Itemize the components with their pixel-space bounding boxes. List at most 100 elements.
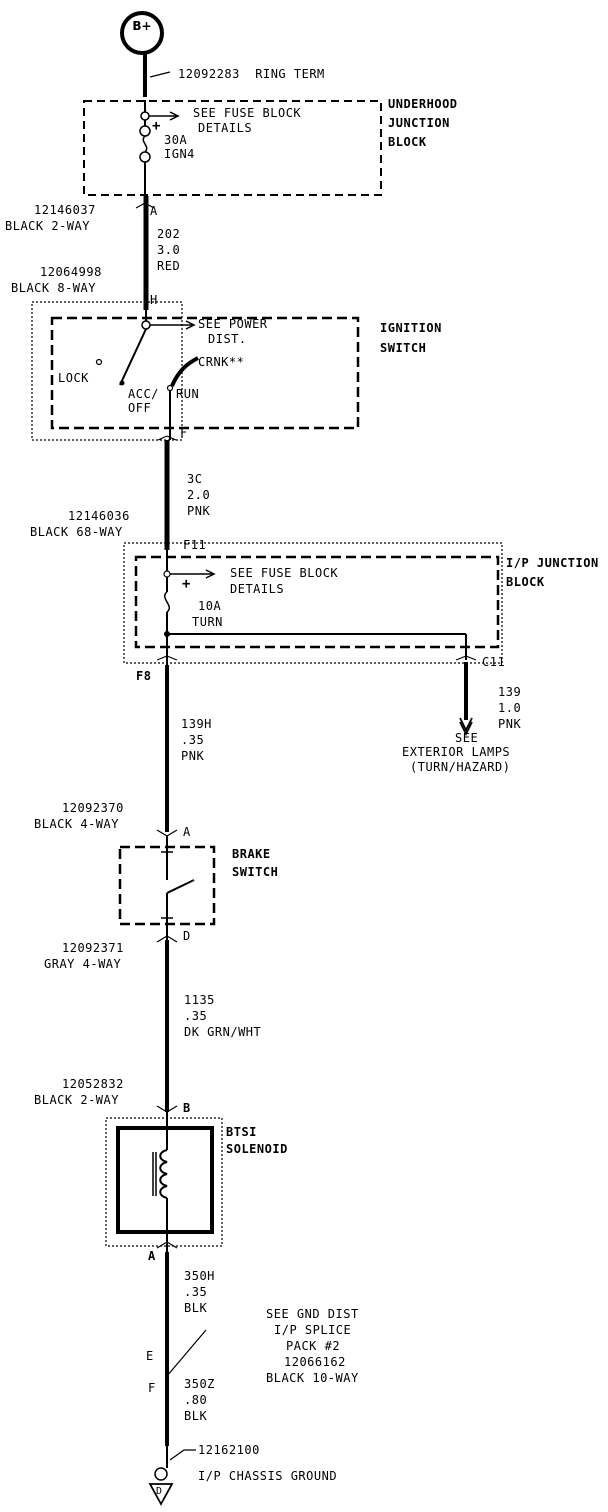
- conn1-part: 12146037: [34, 203, 96, 217]
- fuse-30a-symbol: [139, 125, 151, 137]
- conn3-part: 12146036: [68, 509, 130, 523]
- ground-id: D: [156, 1486, 163, 1497]
- wire4-color: DK GRN/WHT: [184, 1025, 262, 1039]
- ip-details-label: DETAILS: [230, 582, 285, 596]
- wire-side-gauge: 1.0: [498, 701, 522, 715]
- ip-junction-connector-outline: [123, 542, 503, 664]
- splice-line5: BLACK 10-WAY: [266, 1371, 359, 1385]
- ignition-title-2: SWITCH: [380, 341, 427, 355]
- wire5-circuit: 350H: [184, 1269, 215, 1283]
- wire6-circuit: 350Z: [184, 1377, 215, 1391]
- ground-name: I/P CHASSIS GROUND: [198, 1469, 338, 1483]
- solenoid-body: [116, 1126, 214, 1234]
- wire3-circuit: 139H: [181, 717, 212, 731]
- conn1-desc: BLACK 2-WAY: [5, 219, 90, 233]
- wire4-gauge: .35: [184, 1009, 208, 1023]
- ring-term-label: 12092283 RING TERM: [178, 67, 325, 81]
- fuse-30a-label: 30A: [164, 133, 188, 147]
- wire3-color: PNK: [181, 749, 205, 763]
- wire1-circuit: 202: [157, 227, 181, 241]
- conn5-desc: GRAY 4-WAY: [44, 957, 122, 971]
- ground-leader: [169, 1449, 196, 1461]
- wire-side-circuit: 139: [498, 685, 522, 699]
- conn4-part: 12092370: [62, 801, 124, 815]
- ignition-connector-outline: [31, 301, 183, 441]
- ip-title-2: BLOCK: [506, 575, 545, 589]
- wire6-gauge: .80: [184, 1393, 208, 1407]
- ip-plus-sign: +: [182, 576, 191, 592]
- splice-line2: I/P SPLICE: [274, 1323, 352, 1337]
- ignition-pin-out: F: [180, 426, 188, 440]
- battery-source-symbol: [120, 11, 164, 55]
- conn6-pin-in: B: [183, 1101, 191, 1115]
- splice-line3: PACK #2: [286, 1339, 341, 1353]
- ignition-switch-blade: [119, 328, 147, 386]
- ignition-run-label: RUN: [176, 387, 200, 401]
- ip-junction-block-outline: [134, 555, 500, 649]
- wire1-color: RED: [157, 259, 181, 273]
- conn1-pin: A: [150, 204, 158, 218]
- conn2-pin: H: [150, 293, 158, 307]
- underhood-junction-block-outline: [83, 100, 382, 196]
- solenoid-coil-icon: [159, 1149, 168, 1199]
- solenoid-connector-outline: [105, 1117, 223, 1247]
- ip-see-label: SEE FUSE BLOCK: [230, 566, 339, 580]
- wire6-color: BLK: [184, 1409, 208, 1423]
- conn6-pin-out: A: [148, 1249, 156, 1263]
- see-ext-line1: SEE: [455, 731, 479, 745]
- b-plus-label: B+: [132, 19, 152, 33]
- fuse-10a-label: 10A: [198, 599, 222, 613]
- ring-term-leader: [149, 71, 171, 78]
- ip-pin-out: F8: [136, 669, 152, 683]
- conn4-desc: BLACK 4-WAY: [34, 817, 119, 831]
- splice-pin-e: E: [146, 1349, 154, 1363]
- conn4-pin: A: [183, 825, 191, 839]
- brake-title-1: BRAKE: [232, 847, 271, 861]
- ignition-switch-outline: [50, 316, 360, 430]
- wire3-gauge: .35: [181, 733, 205, 747]
- lock-position-contact: [95, 358, 103, 366]
- ring-terminal-icon: [154, 1467, 168, 1481]
- underhood-title-2: JUNCTION: [388, 116, 450, 130]
- splice-line1: SEE GND DIST: [266, 1307, 359, 1321]
- conn5-pin: D: [183, 929, 191, 943]
- conn6-desc: BLACK 2-WAY: [34, 1093, 119, 1107]
- ip-pin-side: C11: [482, 655, 506, 669]
- ignition-dist-label: DIST.: [208, 332, 247, 346]
- acc-position-contact: [119, 380, 125, 386]
- conn3-pin: F11: [183, 538, 207, 552]
- conn2-desc: BLACK 8-WAY: [11, 281, 96, 295]
- underhood-title-3: BLOCK: [388, 135, 427, 149]
- solenoid-title-2: SOLENOID: [226, 1142, 288, 1156]
- wire2-circuit: 3C: [187, 472, 203, 486]
- underhood-title-1: UNDERHOOD: [388, 97, 458, 111]
- ignition-acc-label: ACC/: [128, 387, 159, 401]
- ignition-lock-label: LOCK: [58, 371, 89, 385]
- wire1-gauge: 3.0: [157, 243, 181, 257]
- solenoid-title-1: BTSI: [226, 1125, 257, 1139]
- see-ext-line3: (TURN/HAZARD): [410, 760, 511, 774]
- ignition-see-label: SEE POWER: [198, 317, 268, 331]
- wire4-circuit: 1135: [184, 993, 215, 1007]
- wire-side-color: PNK: [498, 717, 522, 731]
- splice-line4: 12066162: [284, 1355, 346, 1369]
- crank-contact: [170, 356, 199, 387]
- ignition-crnk-label: CRNK**: [198, 355, 245, 369]
- ignition-off-label: OFF: [128, 401, 152, 415]
- conn3-desc: BLACK 68-WAY: [30, 525, 123, 539]
- conn6-part: 12052832: [62, 1077, 124, 1091]
- brake-switch-blade: [166, 879, 195, 894]
- conn5-part: 12092371: [62, 941, 124, 955]
- underhood-details-label: DETAILS: [198, 121, 253, 135]
- wire2-gauge: 2.0: [187, 488, 211, 502]
- fuse-10a-symbol: [164, 591, 170, 613]
- see-ext-line2: EXTERIOR LAMPS: [402, 745, 511, 759]
- ground-part: 12162100: [198, 1443, 260, 1457]
- wire5-color: BLK: [184, 1301, 208, 1315]
- wire2-color: PNK: [187, 504, 211, 518]
- ground-triangle-icon: [148, 1483, 174, 1506]
- wire5-gauge: .35: [184, 1285, 208, 1299]
- underhood-plus-sign: +: [152, 118, 161, 134]
